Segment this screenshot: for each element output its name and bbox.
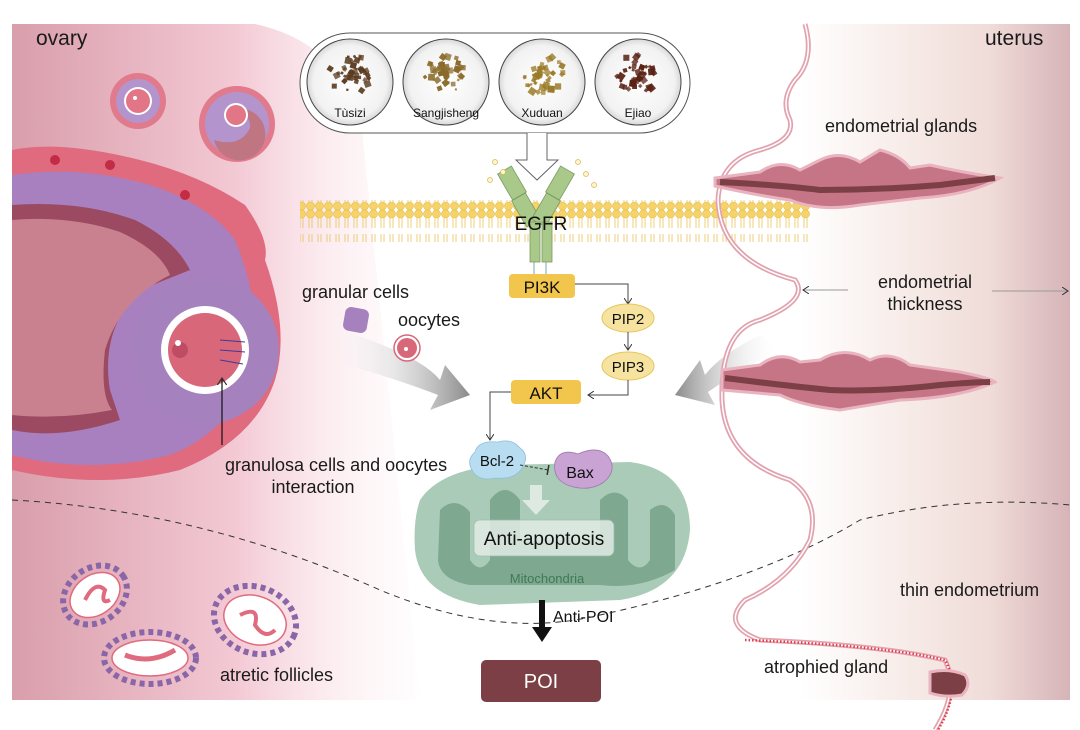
oocyte-icon xyxy=(393,334,421,362)
herb-label-xuduan: Xuduan xyxy=(521,106,563,120)
secondary-follicle xyxy=(199,86,275,162)
endometrial-glands-label: endometrial glands xyxy=(825,116,978,136)
endometrial-gland xyxy=(713,148,1005,210)
antral-follicle xyxy=(12,146,281,480)
primary-follicle xyxy=(110,73,166,129)
atretic-follicles-label: atretic follicles xyxy=(220,665,334,685)
herb-ejiao xyxy=(594,38,682,126)
anti-poi-arrow xyxy=(539,600,545,632)
granular-cell-icon xyxy=(343,307,369,333)
poi-box xyxy=(481,660,601,702)
pip2-label: PIP2 xyxy=(612,311,645,328)
akt-node xyxy=(511,380,581,404)
ovary-input-arrow xyxy=(330,330,470,410)
atrophied-gland-shape xyxy=(928,669,970,698)
atretic-follicle xyxy=(210,582,300,658)
herb-label-tusizi: Tùsizi xyxy=(334,106,366,120)
thickness-label-line1: endometrial xyxy=(877,272,973,292)
interaction-label-line1: granulosa cells and oocytes xyxy=(225,455,448,475)
herbs-panel xyxy=(299,32,691,134)
thickness-label-line2: thickness xyxy=(887,294,963,314)
herb-label-ejiao: Ejiao xyxy=(624,106,652,120)
egfr-receptor xyxy=(487,159,597,263)
bax-label: Bax xyxy=(566,465,594,482)
oocytes-label: oocytes xyxy=(398,310,461,330)
anti-apoptosis-label: Anti-apoptosis xyxy=(484,529,604,550)
anti-poi-label: Anti-POI xyxy=(553,609,613,626)
herb-xuduan xyxy=(498,38,586,126)
herb-input-arrow xyxy=(514,133,560,181)
uterus-title: uterus xyxy=(985,27,1044,50)
herb-tusizi xyxy=(306,38,394,126)
bax-node xyxy=(554,449,613,489)
mitochondria-label: Mitochondria xyxy=(510,571,585,586)
egfr-label: EGFR xyxy=(515,214,568,235)
bcl2-label: Bcl-2 xyxy=(480,453,514,470)
atrophied-gland-label: atrophied gland xyxy=(764,657,889,677)
herb-sangjisheng xyxy=(402,38,490,126)
pip3-label: PIP3 xyxy=(612,359,645,376)
akt-label: AKT xyxy=(529,384,562,403)
poi-label: POI xyxy=(524,671,558,693)
mitochondria xyxy=(414,462,690,605)
granular-cells-label: granular cells xyxy=(302,282,410,302)
thin-endometrium-label: thin endometrium xyxy=(900,580,1040,600)
bcl2-node xyxy=(469,440,526,480)
endometrial-gland xyxy=(720,351,998,412)
atretic-follicle xyxy=(101,629,199,687)
pi3k-node xyxy=(509,274,575,298)
ovary-title: ovary xyxy=(36,27,88,50)
herb-label-sangjisheng: Sangjisheng xyxy=(412,106,480,120)
interaction-label-line2: interaction xyxy=(271,477,355,497)
atretic-follicle xyxy=(60,562,130,628)
pi3k-label: PI3K xyxy=(524,278,562,297)
